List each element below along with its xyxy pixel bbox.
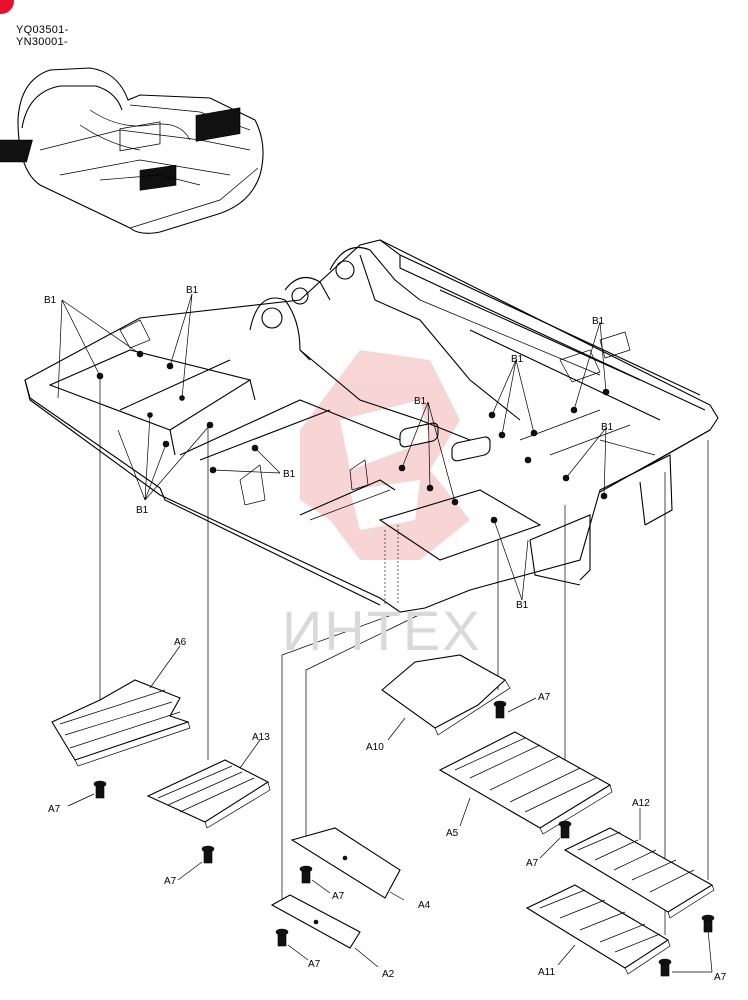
label-a6: A6 (174, 637, 187, 648)
label-a2: A2 (382, 969, 395, 980)
panel-a6 (51, 679, 191, 767)
label-a12: A12 (632, 798, 650, 809)
a-leaders (67, 645, 713, 973)
label-a4: A4 (418, 900, 431, 911)
label-a7-5: A7 (538, 692, 551, 703)
machine-reference-view (0, 67, 264, 234)
panel-a12 (563, 827, 715, 919)
upper-frame (24, 239, 719, 613)
label-a5: A5 (446, 828, 459, 839)
assembly-lines (99, 376, 709, 935)
serial-range-2: YN30001- (16, 36, 68, 48)
label-a11: A11 (538, 967, 555, 978)
label-b1-7: B1 (592, 316, 605, 327)
panel-a5 (438, 731, 613, 835)
label-a13: A13 (252, 732, 270, 743)
label-b1-8: B1 (601, 422, 614, 433)
label-a7-2: A7 (164, 876, 177, 887)
serial-range-1: YQ03501- (16, 24, 69, 36)
panel-a11 (525, 884, 671, 975)
label-b1-1: B1 (44, 295, 57, 306)
a7-bolts (93, 700, 715, 977)
label-b1-9: B1 (516, 600, 529, 611)
label-b1-2: B1 (186, 285, 199, 296)
label-a7-4: A7 (308, 959, 321, 970)
label-a7-1: A7 (48, 804, 61, 815)
panel-a4 (290, 827, 401, 899)
panel-a2 (270, 894, 361, 949)
label-b1-5: B1 (414, 396, 427, 407)
label-a10: A10 (366, 742, 384, 753)
panel-a10 (381, 654, 511, 736)
callout-labels: B1 B1 B1 B1 B1 B1 B1 B1 B1 A6 A13 A7 A7 … (44, 285, 727, 983)
label-b1-4: B1 (283, 469, 296, 480)
label-a7-6: A7 (526, 858, 539, 869)
label-b1-3: B1 (136, 505, 149, 516)
panel-a13 (146, 759, 271, 829)
b1-leaders (57, 293, 607, 601)
label-a7-3: A7 (332, 891, 345, 902)
watermark-logo (300, 350, 470, 560)
watermark-text: ИНТЕХ (282, 599, 482, 662)
label-a7-7: A7 (714, 972, 727, 983)
label-b1-6: B1 (511, 354, 524, 365)
